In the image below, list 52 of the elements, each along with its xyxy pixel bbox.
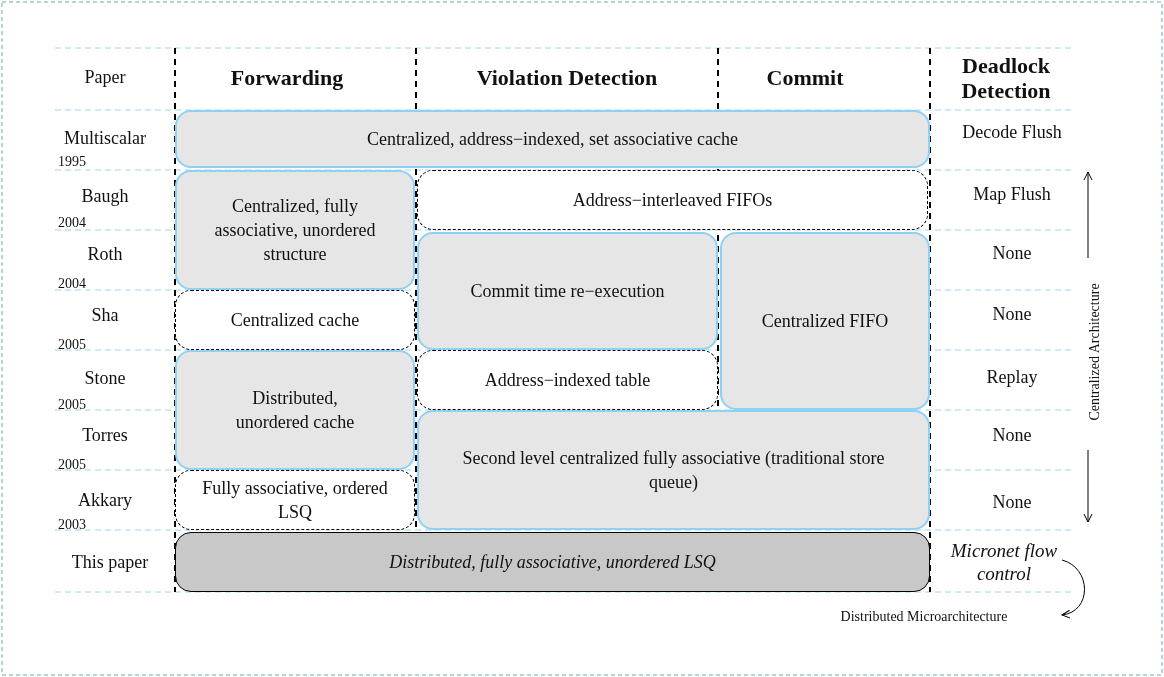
table-text: None: [992, 243, 1032, 265]
box-text: Distributed, unordered cache: [234, 386, 356, 434]
paper-name: Akkary: [78, 490, 132, 512]
box-text: Centralized FIFO: [761, 309, 889, 333]
box-text: Second level centralized fully associative (traditional store queue): [461, 446, 886, 494]
box-text: Centralized, fully associative, unordered structure: [213, 194, 377, 267]
rounded-box: [417, 410, 930, 530]
rounded-box: [417, 170, 928, 230]
table-text: Decode Flush: [962, 122, 1062, 144]
table-text: None: [992, 425, 1032, 447]
rounded-box: [720, 232, 930, 410]
table-text: Replay: [986, 367, 1038, 389]
rounded-box: [417, 232, 718, 350]
axis-label: Centralized Architecture: [1086, 283, 1103, 421]
table-text: Map Flush: [973, 184, 1051, 206]
box-text: Address−interleaved FIFOs: [572, 188, 773, 212]
axis-label: Distributed Microarchitecture: [840, 608, 1008, 626]
box-text: Fully associative, ordered LSQ: [201, 476, 389, 524]
year-label: 2003: [58, 516, 86, 534]
column-header: Paper: [84, 67, 126, 89]
year-label: 2004: [58, 214, 86, 232]
paper-name: Roth: [87, 244, 123, 266]
box-text: Distributed, fully associative, unordered LSQ: [389, 550, 716, 574]
box-text: Address−indexed table: [484, 368, 651, 392]
highlight-box: [175, 532, 930, 592]
column-header: Deadlock Detection: [960, 52, 1052, 104]
column-header: Commit: [766, 64, 844, 92]
rounded-box: [175, 170, 415, 290]
box-text: Commit time re−execution: [470, 279, 665, 303]
rounded-box: [417, 350, 718, 410]
rounded-box: [175, 110, 930, 168]
box-text: Centralized cache: [230, 308, 360, 332]
column-header: Violation Detection: [476, 64, 658, 92]
rounded-box: [175, 470, 415, 530]
box-text: Centralized, address−indexed, set associative cache: [367, 127, 738, 151]
rounded-box: [175, 290, 415, 350]
paper-name: Torres: [82, 425, 128, 447]
paper-name: Multiscalar: [64, 128, 146, 150]
year-label: 2004: [58, 275, 86, 293]
paper-name: This paper: [71, 552, 149, 574]
column-header: Forwarding: [230, 64, 344, 92]
paper-name: Sha: [91, 305, 119, 327]
table-text: None: [992, 304, 1032, 326]
table-text: Micronet flow control: [949, 540, 1059, 586]
paper-name: Stone: [84, 368, 126, 390]
rounded-box: [175, 350, 415, 470]
year-label: 2005: [58, 396, 86, 414]
year-label: 2005: [58, 456, 86, 474]
table-text: None: [992, 492, 1032, 514]
year-label: 2005: [58, 336, 86, 354]
paper-name: Baugh: [81, 186, 129, 208]
year-label: 1995: [58, 153, 86, 171]
